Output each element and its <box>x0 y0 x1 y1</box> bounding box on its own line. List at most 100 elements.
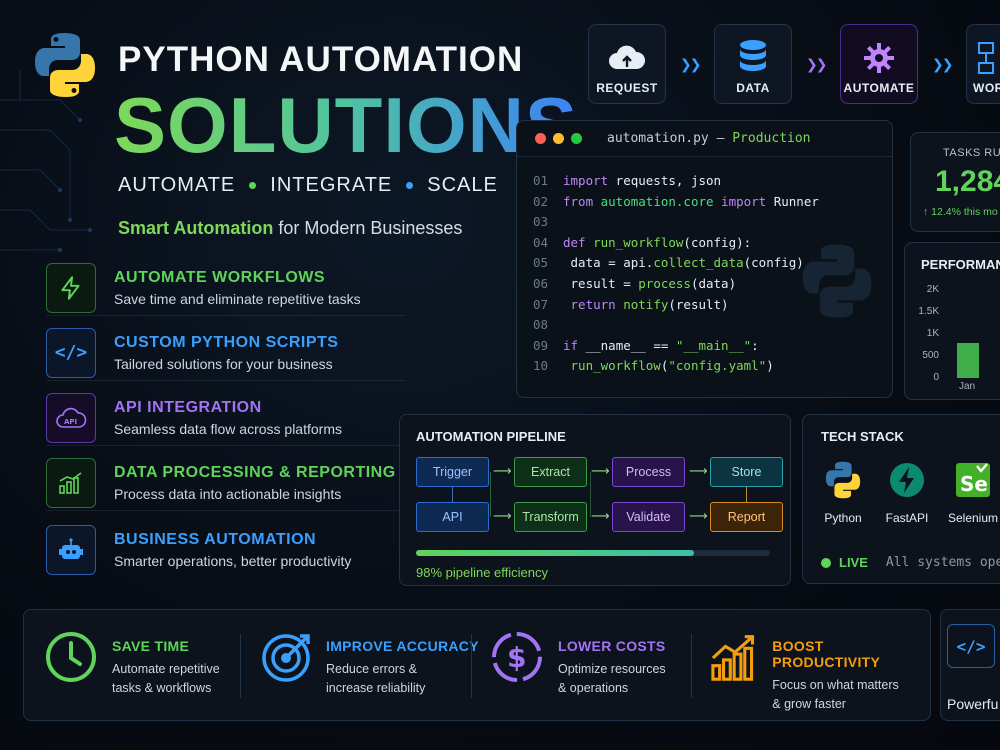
subtitle-rest: for Modern Businesses <box>273 218 463 238</box>
live-status: LIVE All systems operati <box>821 555 1000 570</box>
maximize-dot[interactable] <box>571 133 582 144</box>
node-api[interactable]: API <box>416 502 489 532</box>
y-tick: 2K <box>926 284 939 295</box>
robot-icon <box>46 525 96 575</box>
live-label: LIVE <box>839 555 868 570</box>
connector <box>490 472 491 517</box>
benefit-title: SAVE TIME <box>112 638 190 654</box>
editor-filename: automation.py — Production <box>607 131 811 146</box>
efficiency-progress-bar <box>416 550 770 556</box>
chevrons-icon: ❯❯ <box>932 56 954 72</box>
env-label: Production <box>732 131 811 146</box>
bar-chart-icon <box>46 457 96 508</box>
status-text: All systems operati <box>885 555 1000 570</box>
benefit-title: BOOST PRODUCTIVITY <box>772 638 881 670</box>
close-dot[interactable] <box>535 133 546 144</box>
tech-label: Selenium <box>947 511 999 525</box>
code-line: 03 <box>533 214 549 230</box>
title-line1: PYTHON AUTOMATION <box>118 40 524 79</box>
flow-workflow: WOR <box>966 24 1000 104</box>
minimize-dot[interactable] <box>553 133 564 144</box>
node-store[interactable]: Store <box>710 457 783 487</box>
database-icon <box>740 40 766 71</box>
code-icon: </> <box>947 624 995 668</box>
automation-pipeline-card: AUTOMATION PIPELINE Trigger ⟶ Extract ⟶ … <box>399 414 791 586</box>
benefit-lower-costs: $ LOWER COSTS Optimize resources& operati… <box>490 630 666 698</box>
flow-label: DATA <box>736 81 770 95</box>
node-trigger[interactable]: Trigger <box>416 457 489 487</box>
feature-title: BUSINESS AUTOMATION <box>114 531 317 548</box>
benefit-desc: Focus on what matters& grow faster <box>772 678 899 711</box>
tech-label: Python <box>824 511 862 525</box>
connector <box>452 487 453 502</box>
feature-business-automation: BUSINESS AUTOMATION Smarter operations, b… <box>46 522 406 578</box>
tech-label: FastAPI <box>885 511 929 525</box>
node-process[interactable]: Process <box>612 457 685 487</box>
chevrons-icon: ❯❯ <box>806 56 828 72</box>
divider <box>471 634 472 698</box>
subtitle: Smart Automation for Modern Businesses <box>118 218 462 239</box>
cloud-api-icon: API <box>46 392 96 443</box>
bullet-dot <box>249 182 257 189</box>
python-icon <box>825 461 861 499</box>
extra-label: Powerfu <box>947 696 999 712</box>
benefit-productivity: BOOST PRODUCTIVITY Focus on what matters&… <box>710 630 930 714</box>
node-validate[interactable]: Validate <box>612 502 685 532</box>
feature-desc: Save time and eliminate repetitive tasks <box>114 290 361 307</box>
bullet-dot <box>406 182 414 189</box>
code-icon: </> <box>46 327 96 378</box>
feature-title: CUSTOM PYTHON SCRIPTS <box>114 333 339 351</box>
node-extract[interactable]: Extract <box>514 457 587 487</box>
live-dot <box>821 557 831 568</box>
svg-text:Se: Se <box>960 472 988 496</box>
arrow-icon: ⟶ <box>689 463 708 478</box>
fastapi-icon <box>890 463 924 497</box>
node-transform[interactable]: Transform <box>514 502 587 532</box>
lightning-icon <box>46 262 96 313</box>
arrow-icon: ⟶ <box>591 463 610 478</box>
progress-fill <box>416 550 694 556</box>
tagline-scale: SCALE <box>427 174 498 196</box>
target-icon <box>262 634 310 682</box>
svg-text:$: $ <box>507 641 526 674</box>
feature-title: API INTEGRATION <box>114 398 262 416</box>
tech-stack-card: TECH STACK Python FastAPI Se Selenium LI… <box>802 414 1000 584</box>
python-watermark <box>802 244 872 318</box>
tagline-integrate: INTEGRATE <box>270 174 393 196</box>
feature-title: DATA PROCESSING & REPORTING <box>114 463 396 481</box>
tagline-automate: AUTOMATE <box>118 174 236 196</box>
filename: automation.py <box>607 131 709 146</box>
svg-text:API: API <box>64 418 77 426</box>
divider <box>240 634 241 698</box>
node-report[interactable]: Report <box>710 502 783 532</box>
flow-label: REQUEST <box>596 81 658 95</box>
feature-title: AUTOMATE WORKFLOWS <box>114 268 326 286</box>
flow-request: REQUEST <box>588 24 666 104</box>
benefit-desc: Optimize resources& operations <box>558 662 666 695</box>
stat-value: 1,284 <box>935 165 1000 198</box>
tech-title: TECH STACK <box>821 429 904 444</box>
extra-card: </> Powerfu <box>940 609 1000 721</box>
feature-desc: Seamless data flow across platforms <box>114 420 342 437</box>
feature-desc: Tailored solutions for your business <box>114 355 333 372</box>
benefit-title: LOWER COSTS <box>558 638 666 654</box>
gear-icon <box>864 43 894 73</box>
feature-desc: Smarter operations, better productivity <box>114 553 352 569</box>
divider <box>691 634 692 698</box>
title-line2: SOLUTIONS <box>114 81 579 169</box>
clock-icon <box>46 632 96 682</box>
feature-api-integration: API API INTEGRATION Seamless data flow ac… <box>46 390 406 446</box>
y-tick: 1K <box>926 328 939 339</box>
flow-automate: AUTOMATE <box>840 24 918 104</box>
arrow-icon: ⟶ <box>493 463 512 478</box>
arrow-icon: ⟶ <box>493 508 512 523</box>
code-line: 05 data = api.collect_data(config) <box>533 255 804 271</box>
arrow-icon: ⟶ <box>591 508 610 523</box>
flow-label: AUTOMATE <box>843 81 915 95</box>
